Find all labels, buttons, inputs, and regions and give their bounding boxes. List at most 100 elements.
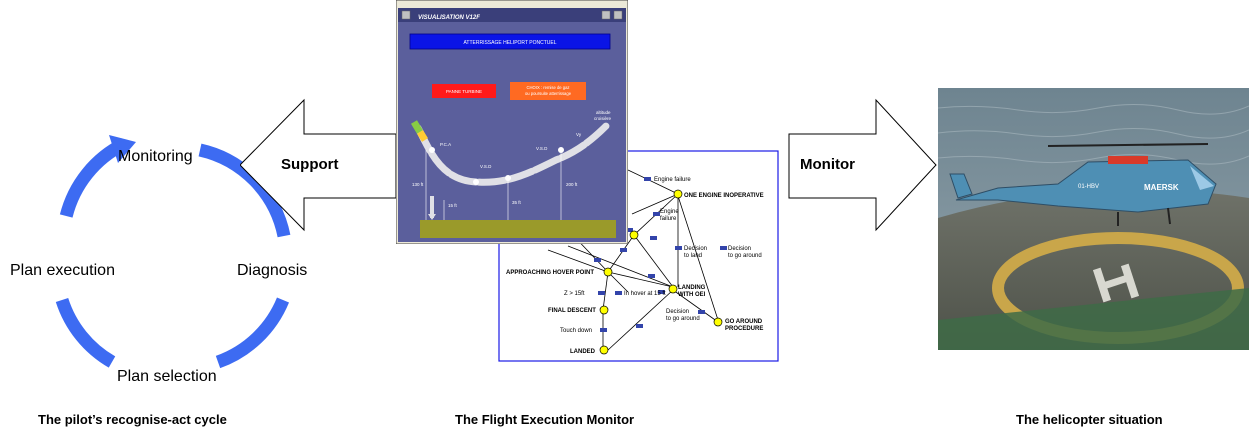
- banner: [409, 33, 611, 50]
- cycle-arc-bottom-left: [55, 297, 116, 368]
- event-marker: [675, 246, 682, 250]
- waves: [938, 103, 1249, 165]
- profile-point: [505, 175, 511, 181]
- event-marker: [644, 177, 651, 181]
- caption-monitor: The Flight Execution Monitor: [455, 412, 635, 427]
- label-vsd-2: V.S.D: [536, 146, 548, 151]
- event-marker: [615, 291, 622, 295]
- node-go-around: [713, 317, 723, 327]
- caption-helicopter: The helicopter situation: [1016, 412, 1163, 427]
- event-engine-failure2-1: Engine: [660, 209, 679, 215]
- event-marker: [720, 246, 727, 250]
- event-marker: [636, 324, 643, 328]
- state-landing-1: LANDING: [678, 285, 706, 291]
- event-marker: [594, 258, 601, 262]
- visualisation-window: VISUALISATION V12F ATTERRISSAGE HELIPORT…: [396, 0, 628, 244]
- event-marker: [620, 248, 627, 252]
- alert-right-text-1: CHOIX : remise de gaz: [526, 85, 569, 90]
- cycle-step-diagnosis: Diagnosis: [237, 262, 308, 279]
- alert-left-text: PANNE TURBINE: [446, 89, 482, 94]
- event-decision-go2-1: Decision: [666, 309, 689, 315]
- event-decision-go-2: to go around: [728, 253, 762, 259]
- label-cruise-2: croisière: [594, 116, 612, 121]
- event-marker: [648, 274, 655, 278]
- node-one-engine: [673, 189, 683, 199]
- minimize-icon[interactable]: [601, 10, 611, 20]
- label-130ft: 130 ft: [412, 182, 424, 187]
- profile-point: [558, 147, 564, 153]
- state-landed: LANDED: [570, 349, 596, 355]
- helicopter-scene: MAERSK 01-HBV: [938, 88, 1249, 350]
- node-landed: [599, 345, 609, 355]
- label-pca: P.C.A: [440, 142, 451, 147]
- label-vy: Vy: [576, 132, 582, 137]
- node-approaching: [603, 267, 613, 277]
- cycle-arcs: [55, 135, 291, 369]
- state-graph-events: [594, 177, 727, 332]
- profile-point: [473, 179, 479, 185]
- state-go-around-1: GO AROUND: [725, 319, 763, 325]
- event-decision-land-2: to land: [684, 253, 702, 259]
- event-touch-down: Touch down: [560, 328, 592, 334]
- node-final: [599, 305, 609, 315]
- state-go-around-2: PROCEDURE: [725, 326, 763, 332]
- label-vsd-1: V.S.D: [480, 164, 492, 169]
- support-label: Support: [281, 156, 339, 173]
- event-marker: [626, 228, 633, 232]
- state-graph-nodes: [599, 189, 723, 355]
- event-marker: [658, 290, 665, 294]
- label-15ft: 15 ft: [448, 203, 458, 208]
- alert-left: [432, 84, 496, 98]
- state-final: FINAL DESCENT: [548, 308, 596, 314]
- event-z15: Z > 15ft: [564, 291, 585, 297]
- label-35ft: 35 ft: [512, 200, 522, 205]
- event-decision-go-1: Decision: [728, 246, 751, 252]
- alert-right: [510, 82, 586, 100]
- window-menu-icon[interactable]: [401, 10, 411, 20]
- event-marker: [698, 310, 705, 314]
- state-one-engine: ONE ENGINE INOPERATIVE: [684, 193, 764, 199]
- event-marker: [600, 328, 607, 332]
- descent-arrow-head: [428, 214, 436, 220]
- monitor-label: Monitor: [800, 156, 855, 173]
- livery-text: MAERSK: [1144, 183, 1179, 192]
- profile-point: [429, 147, 435, 153]
- event-marker: [650, 236, 657, 240]
- event-engine-failure2-2: failure: [660, 216, 677, 222]
- event-decision-go2-2: to go around: [666, 316, 700, 322]
- event-decision-land-1: Decision: [684, 246, 707, 252]
- cycle-step-plan-execution: Plan execution: [10, 262, 115, 279]
- ground-strip: [420, 220, 616, 238]
- helicopter-photo: MAERSK 01-HBV: [938, 88, 1249, 350]
- state-graph-edges: [547, 169, 719, 351]
- maximize-icon[interactable]: [613, 10, 623, 20]
- profile-start-segment-2: [417, 130, 428, 142]
- helicopter: MAERSK 01-HBV: [949, 143, 1217, 226]
- label-cruise-1: altitude: [596, 110, 611, 115]
- caption-cycle: The pilot’s recognise-act cycle: [38, 412, 227, 427]
- label-200ft: 200 ft: [566, 182, 578, 187]
- event-marker: [653, 212, 660, 216]
- cycle-step-plan-selection: Plan selection: [117, 368, 217, 385]
- height-markers: [425, 150, 562, 220]
- event-engine-failure: Engine failure: [654, 177, 691, 183]
- state-landing-2: WITH OEI: [678, 292, 706, 298]
- state-approaching: APPROACHING HOVER POINT: [506, 270, 594, 276]
- node-landing: [668, 284, 678, 294]
- window-canvas: [398, 22, 626, 242]
- banner-text: ATTERRISSAGE HELIPORT PONCTUEL: [463, 40, 556, 46]
- node-dp: [629, 230, 639, 240]
- event-hover15: In hover at 15 ft: [624, 291, 666, 297]
- cycle-arc-top-head: [109, 135, 136, 163]
- window-titlebar: [398, 8, 626, 22]
- alert-right-text-2: ou poursuite atterrissage: [525, 91, 572, 96]
- helideck-h-marking: [1092, 263, 1140, 303]
- window-title: VISUALISATION V12F: [418, 15, 480, 21]
- registration-text: 01-HBV: [1078, 184, 1099, 190]
- cycle-step-monitoring: Monitoring: [118, 148, 193, 165]
- cycle-arc-top: [59, 138, 128, 218]
- event-marker: [598, 291, 605, 295]
- recognise-act-cycle: [55, 135, 291, 369]
- deck-edge: [938, 288, 1249, 350]
- profile-start-segment: [410, 120, 424, 134]
